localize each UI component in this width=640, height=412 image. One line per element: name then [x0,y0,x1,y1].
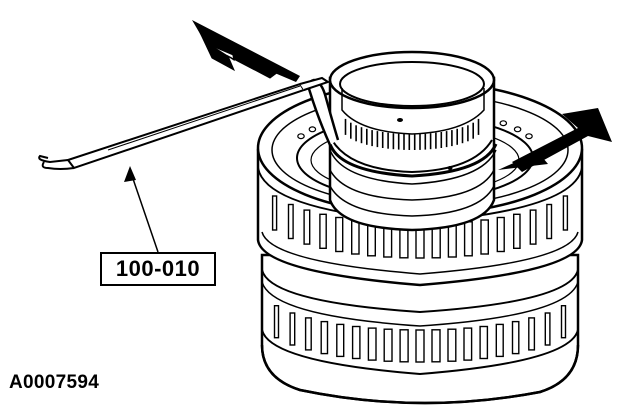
spline-tooth [273,305,280,339]
spline-tooth [544,312,551,346]
spline-tooth [415,329,425,363]
tool-number-label: 100-010 [100,252,216,286]
spline-tooth [546,203,553,240]
face-hole [513,126,522,133]
spline-tooth [336,323,345,358]
spline-tooth [304,317,312,351]
figure-id-label: A0007594 [9,372,100,393]
pointer-arrow-icon [192,20,612,172]
spline-tooth [529,209,537,245]
lower-clutch-drum [260,253,580,405]
spline-tooth [383,328,393,362]
spline-tooth [319,213,327,250]
spline-tooth [351,325,361,360]
spline-tooth [496,216,505,253]
spline-tooth [447,328,457,362]
spline-tooth [303,209,311,245]
spline-tooth [495,323,504,358]
spline-tooth [513,213,521,250]
spline-tooth [271,195,278,231]
spline-tooth [351,219,360,255]
center-hub [328,50,496,232]
face-hole [499,120,508,127]
spline-tooth [511,320,520,355]
callout-leader [124,166,159,253]
spline-tooth [289,312,296,346]
spline-tooth [320,320,329,355]
spline-tooth [480,219,490,255]
pick-tool-icon [38,76,331,170]
spline-tooth [399,329,409,363]
face-hole [308,126,317,133]
spline-tooth [335,216,344,253]
spline-tooth [367,327,377,361]
face-hole [525,133,533,140]
hub-splines [344,118,480,150]
spline-tooth [528,317,536,351]
spline-tooth [479,325,489,360]
face-hole [297,133,305,140]
spline-tooth [447,222,457,258]
spline-tooth [463,327,473,361]
spline-tooth [562,195,569,231]
spline-tooth [560,305,567,339]
snap-ring-icon [307,78,498,185]
spline-tooth [287,203,294,240]
spline-tooth [431,329,441,363]
upper-drum-splines [271,195,569,259]
spline-tooth [463,221,473,257]
lower-drum-splines [273,305,567,363]
